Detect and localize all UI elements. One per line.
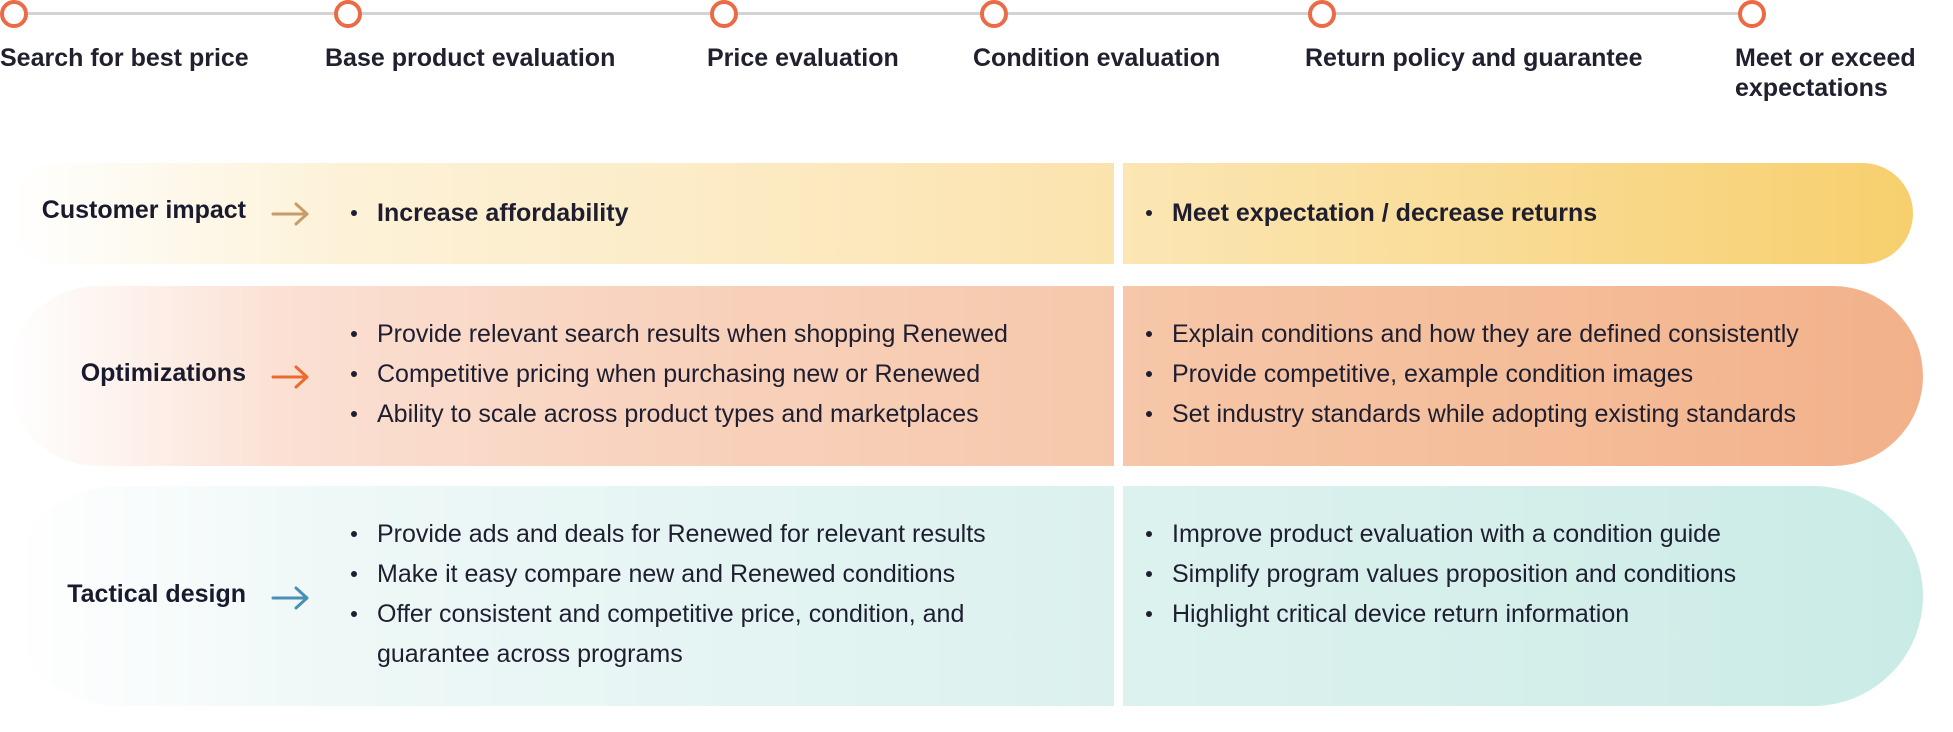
row-label-tactical-design: Tactical design — [67, 580, 246, 608]
step-circle-icon — [980, 0, 1008, 28]
journey-stepper: Search for best price Base product evalu… — [0, 0, 1953, 110]
list-item: Ability to scale across product types an… — [348, 394, 1008, 434]
bullet-list: Meet expectation / decrease returns — [1143, 193, 1597, 233]
row-label-customer-impact: Customer impact — [41, 196, 246, 224]
optimizations-right-panel: Explain conditions and how they are defi… — [1123, 286, 1923, 466]
step-label: Base product evaluation — [325, 44, 616, 72]
step-circle-icon — [1738, 0, 1766, 28]
step-label: Price evaluation — [707, 44, 899, 72]
list-item: Improve product evaluation with a condit… — [1143, 514, 1736, 554]
arrow-right-icon — [271, 202, 309, 226]
bullet-list: Provide ads and deals for Renewed for re… — [348, 514, 1078, 674]
list-item: Provide relevant search results when sho… — [348, 314, 1008, 354]
bullet-list: Improve product evaluation with a condit… — [1143, 514, 1736, 634]
step-label: Meet or exceed expectations — [1735, 44, 1916, 102]
bullet-list: Increase affordability — [348, 193, 628, 233]
step-label: Return policy and guarantee — [1305, 44, 1643, 72]
list-item: Explain conditions and how they are defi… — [1143, 314, 1799, 354]
journey-line — [14, 12, 1754, 15]
list-item: Highlight critical device return informa… — [1143, 594, 1736, 634]
tactical-design-right-panel: Improve product evaluation with a condit… — [1123, 486, 1923, 706]
arrow-right-icon — [271, 586, 309, 610]
arrow-right-icon — [271, 365, 309, 389]
customer-impact-left-panel: Increase affordability — [8, 163, 1114, 264]
step-circle-icon — [710, 0, 738, 28]
list-item: Meet expectation / decrease returns — [1143, 193, 1597, 233]
step-label: Search for best price — [0, 44, 249, 72]
customer-impact-right-panel: Meet expectation / decrease returns — [1123, 163, 1913, 264]
list-item: Set industry standards while adopting ex… — [1143, 394, 1799, 434]
list-item: Competitive pricing when purchasing new … — [348, 354, 1008, 394]
list-item: Make it easy compare new and Renewed con… — [348, 554, 1078, 594]
tactical-design-left-panel: Provide ads and deals for Renewed for re… — [8, 486, 1114, 706]
list-item: Offer consistent and competitive price, … — [348, 594, 1078, 674]
bullet-list: Explain conditions and how they are defi… — [1143, 314, 1799, 434]
list-item: Increase affordability — [348, 193, 628, 233]
step-circle-icon — [0, 0, 28, 28]
bullet-list: Provide relevant search results when sho… — [348, 314, 1008, 434]
optimizations-left-panel: Provide relevant search results when sho… — [8, 286, 1114, 466]
step-label: Condition evaluation — [973, 44, 1221, 72]
row-label-optimizations: Optimizations — [80, 359, 246, 387]
step-circle-icon — [334, 0, 362, 28]
list-item: Provide competitive, example condition i… — [1143, 354, 1799, 394]
list-item: Provide ads and deals for Renewed for re… — [348, 514, 1078, 554]
list-item: Simplify program values proposition and … — [1143, 554, 1736, 594]
step-circle-icon — [1308, 0, 1336, 28]
